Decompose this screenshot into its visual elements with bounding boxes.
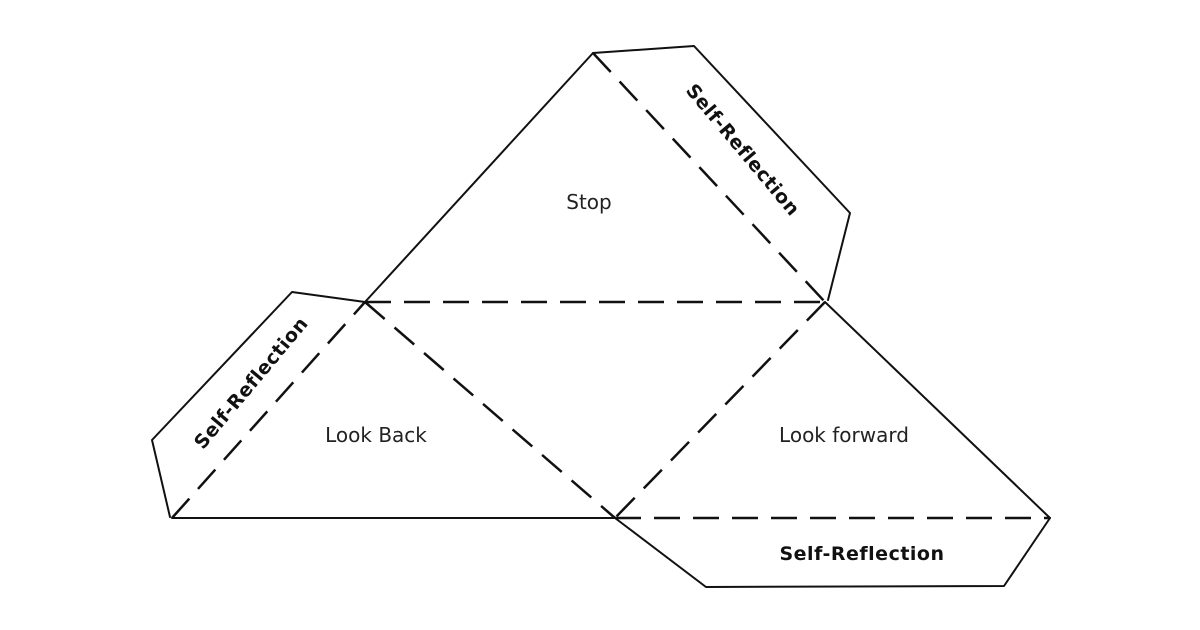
fold-line-middle-left [364,301,616,519]
flap-left [151,291,366,518]
flap-top-right [592,45,851,301]
fold-line-top-right [592,52,826,303]
fold-line-middle-right [614,301,826,519]
face-label-stop: Stop [566,190,611,214]
outer-edge-top-left [364,52,594,303]
flap-label-bottom: Self-Reflection [779,543,944,565]
face-label-look-forward: Look forward [779,423,909,447]
outer-edge-right [824,301,1051,519]
face-label-look-back: Look Back [325,423,427,447]
flap-bottom [614,517,1051,588]
fold-line-left [171,301,366,519]
flap-label-top-right: Self-Reflection [681,80,804,221]
